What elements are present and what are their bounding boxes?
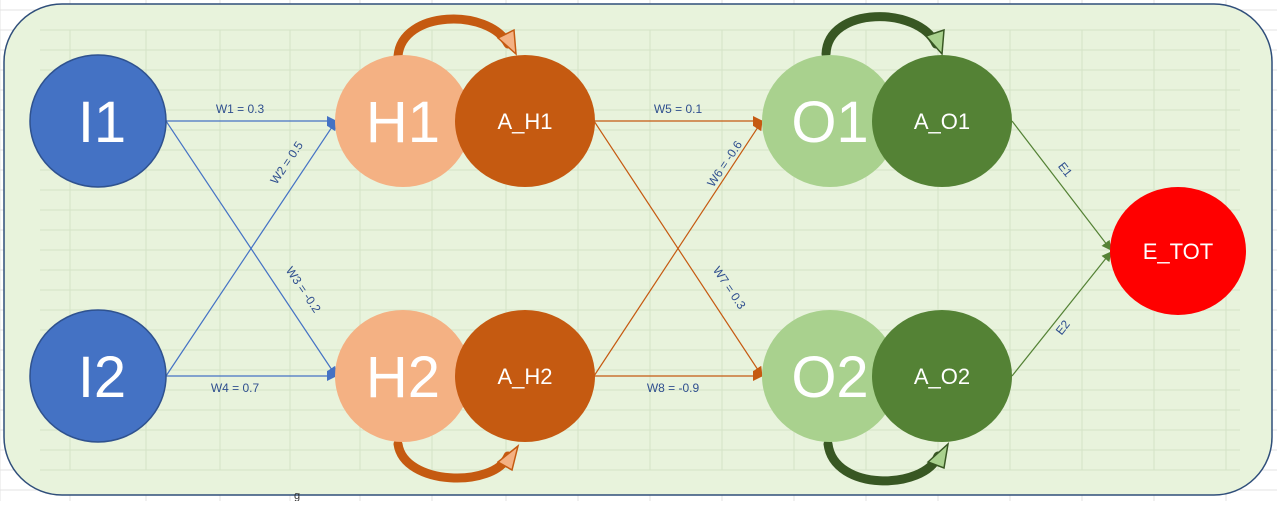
error-edges (1011, 120, 1112, 377)
node-o2-label: O2 (791, 345, 868, 410)
node-a-o1: A_O1 (872, 55, 1012, 187)
node-i2: I2 (29, 309, 167, 443)
recurrent-arrow-h2 (393, 439, 520, 483)
node-e-tot: E_TOT (1110, 187, 1246, 315)
edge-e2 (1011, 251, 1112, 377)
node-i1: I1 (29, 54, 167, 188)
node-e-tot-label: E_TOT (1143, 239, 1214, 264)
recurrent-arrow-o2 (823, 439, 950, 486)
node-o1-label: O1 (791, 90, 868, 155)
input-edges (165, 116, 337, 381)
sheet-cell-text: g (294, 490, 300, 501)
node-i1-label: I1 (78, 90, 126, 155)
edge-w7 (593, 120, 763, 377)
node-h1-label: H1 (366, 90, 440, 155)
curved-arrow-icon (393, 14, 513, 61)
curved-arrowhead-icon (924, 28, 945, 56)
node-h2: H2 (335, 310, 471, 442)
recurrent-arrow-h1 (393, 14, 517, 61)
hidden-edges (593, 116, 763, 381)
node-h2-label: H2 (366, 345, 440, 410)
recurrent-arrow-o1 (821, 12, 945, 59)
curved-arrow-icon (393, 439, 513, 483)
curved-arrowhead-icon (926, 442, 950, 470)
curved-arrow-icon (821, 12, 941, 59)
curved-arrowhead-icon (496, 444, 520, 472)
node-h1: H1 (335, 55, 471, 187)
weight-label-w4: W4 = 0.7 (211, 381, 260, 395)
node-a-o2: A_O2 (872, 310, 1012, 442)
node-a-h1-label: A_H1 (497, 109, 552, 134)
curved-arrowhead-icon (496, 28, 517, 56)
node-i2-label: I2 (78, 345, 126, 410)
node-a-o1-label: A_O1 (914, 109, 970, 134)
weight-label-w5: W5 = 0.1 (654, 102, 703, 116)
node-a-h1: A_H1 (455, 55, 595, 187)
node-a-h2: A_H2 (455, 310, 595, 442)
edge-e1 (1011, 120, 1112, 251)
weight-label-w1: W1 = 0.3 (216, 102, 265, 116)
node-a-h2-label: A_H2 (497, 364, 552, 389)
edge-w3 (165, 120, 337, 377)
weight-label-w8: W8 = -0.9 (647, 381, 700, 395)
curved-arrow-icon (823, 439, 943, 486)
node-a-o2-label: A_O2 (914, 364, 970, 389)
node-o2: O2 (762, 310, 898, 442)
node-o1: O1 (762, 55, 898, 187)
